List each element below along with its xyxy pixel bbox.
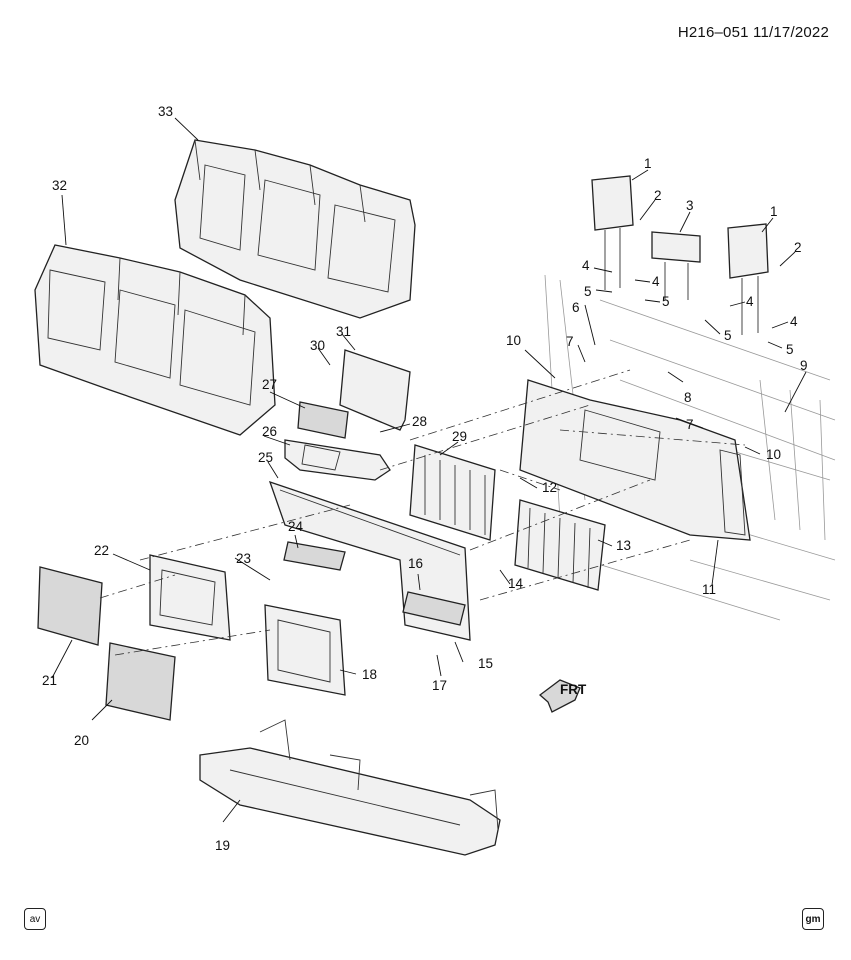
callout-23: 23 [236,551,251,566]
callout-25: 25 [258,450,273,465]
callout-11: 11 [702,582,716,597]
callout-33: 33 [158,104,173,119]
callout-1-left: 1 [644,156,652,171]
callout-20: 20 [74,733,89,748]
callout-19: 19 [215,838,230,853]
callout-9: 9 [800,358,808,373]
part-32-seatback-frame [34,244,276,436]
callout-29: 29 [452,429,467,444]
front-direction-arrow: FRT [538,679,587,713]
callout-8: 8 [684,390,692,405]
gm-logo-icon: gm [802,908,824,930]
callout-6: 6 [572,300,580,315]
front-direction-label: FRT [560,682,587,697]
callout-17: 17 [432,678,447,693]
callout-4-d: 4 [790,314,798,329]
av-logo-icon: av [24,908,46,930]
callout-10-a: 10 [506,333,521,348]
callout-4-b: 4 [652,274,660,289]
part-20-module [105,642,176,721]
part-31-panel [339,349,411,431]
callout-1-right: 1 [770,204,778,219]
assembly-lines [99,369,746,656]
callout-5-d: 5 [786,342,794,357]
callout-12: 12 [542,480,557,495]
part-26-armrest [284,439,391,481]
part-21-module [37,566,103,646]
callout-4-c: 4 [746,294,754,309]
callout-32: 32 [52,178,67,193]
diagram-code-date: H216–051 11/17/2022 [677,24,829,41]
part-11-trim-panel [519,379,751,541]
part-29-back-panel [409,444,496,541]
callout-numbers: 33 32 1 2 3 1 2 4 4 4 4 5 5 5 5 6 7 7 8 … [42,104,808,853]
callout-26: 26 [262,424,277,439]
part-18-housing [264,604,346,696]
callout-3: 3 [686,198,694,213]
callout-21: 21 [42,673,57,688]
callout-7-a: 7 [566,334,574,349]
part-16-mat [402,591,466,626]
callout-18: 18 [362,667,377,682]
part-1-headrest-right [727,223,769,335]
callout-13: 13 [616,538,631,553]
callout-4-a: 4 [582,258,590,273]
callout-2-right: 2 [794,240,802,255]
callout-leaders [51,117,807,823]
callout-14: 14 [508,576,524,591]
callout-16: 16 [408,556,423,571]
part-33-seatback-cover [174,139,416,319]
part-3-headrest-center [651,231,701,300]
part-24-mat [283,541,346,571]
callout-7-b: 7 [686,417,694,432]
callout-24: 24 [288,519,304,534]
callout-15: 15 [478,656,493,671]
callout-5-c: 5 [724,328,732,343]
callout-5-a: 5 [584,284,592,299]
callout-27: 27 [262,377,277,392]
part-1-headrest-left [591,175,634,290]
callout-30: 30 [310,338,325,353]
callout-22: 22 [94,543,109,558]
part-13-back-panel [514,499,606,591]
callout-10-b: 10 [766,447,781,462]
part-22-housing [149,554,231,641]
part-19-seat-cushion [199,719,501,856]
callout-28: 28 [412,414,427,429]
part-27-cupholder [297,401,349,439]
callout-31: 31 [336,324,351,339]
callout-2-left: 2 [654,188,662,203]
callout-5-b: 5 [662,294,670,309]
